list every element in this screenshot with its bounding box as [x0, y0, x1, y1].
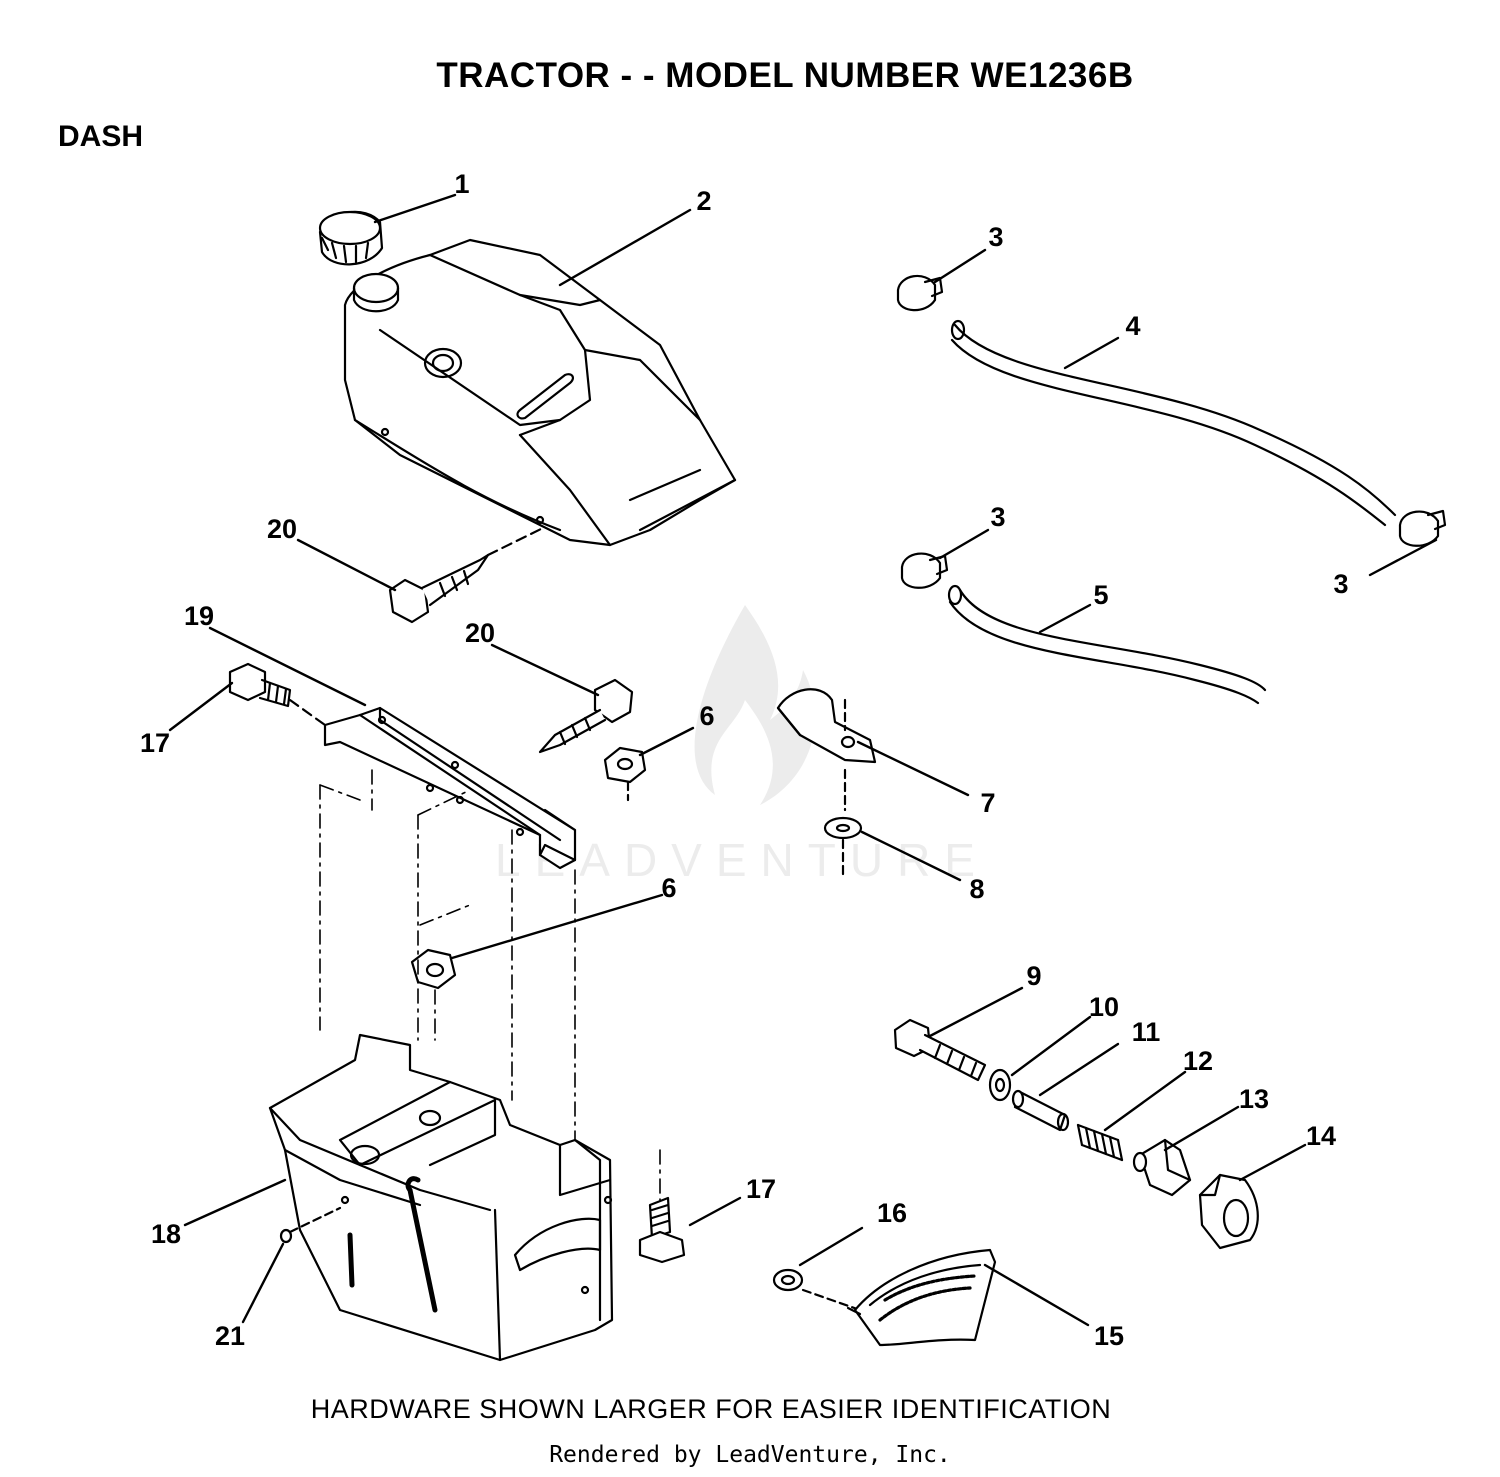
page-title: TRACTOR - - MODEL NUMBER WE1236B	[436, 56, 1134, 95]
part-hose-clip	[776, 688, 877, 812]
part-dash-panel	[268, 1033, 614, 1362]
callout-20: 20	[465, 618, 495, 648]
part-hose-clamp-c	[1398, 509, 1447, 547]
callout-17: 17	[140, 728, 170, 758]
part-fuel-hose-short	[947, 584, 1267, 705]
part-hose-clamp-a	[896, 274, 944, 312]
callout-3: 3	[1333, 569, 1348, 599]
callout-13: 13	[1239, 1084, 1269, 1114]
part-lever-guide	[1198, 1173, 1259, 1250]
part-lever-bolt	[893, 1018, 987, 1082]
footer-note: HARDWARE SHOWN LARGER FOR EASIER IDENTIF…	[310, 1394, 1112, 1424]
part-fuel-tank-cover	[343, 238, 737, 547]
callout-9: 9	[1026, 961, 1041, 991]
callout-19: 19	[184, 601, 214, 631]
part-quadrant-plate	[846, 1248, 997, 1347]
part-screw-upper	[388, 525, 547, 624]
callout-6: 6	[699, 701, 714, 731]
callout-12: 12	[1183, 1046, 1213, 1076]
part-nut-upper	[603, 746, 647, 802]
callout-16: 16	[877, 1198, 907, 1228]
callout-18: 18	[151, 1219, 181, 1249]
part-lever-spring	[1076, 1123, 1124, 1162]
watermark-flame-icon	[694, 605, 816, 805]
section-label: DASH	[58, 120, 144, 153]
part-retainer-nut	[772, 1268, 862, 1312]
part-mounting-bracket	[323, 706, 577, 870]
part-bolt-lower	[638, 1196, 686, 1264]
part-lever-knob	[1132, 1138, 1192, 1197]
part-bolt-left	[228, 662, 327, 727]
callout-1: 1	[454, 169, 469, 199]
part-hose-clamp-b	[900, 552, 949, 589]
callout-5: 5	[1093, 580, 1108, 610]
callout-11: 11	[1132, 1017, 1161, 1047]
leader-lines	[168, 193, 1438, 1327]
callout-2: 2	[696, 186, 711, 216]
part-fuel-cap	[318, 210, 384, 266]
callout-15: 15	[1094, 1321, 1124, 1351]
alignment-lines	[319, 769, 661, 1201]
callout-6: 6	[661, 873, 676, 903]
part-fuel-hose-long	[950, 319, 1397, 527]
callout-21: 21	[215, 1321, 245, 1351]
part-lever-spacer	[1011, 1089, 1070, 1132]
part-small-fastener	[279, 1206, 342, 1244]
callout-17: 17	[746, 1174, 776, 1204]
callout-3: 3	[988, 222, 1003, 252]
callout-3: 3	[990, 502, 1005, 532]
callout-8: 8	[969, 874, 984, 904]
part-lever-washer	[988, 1068, 1012, 1102]
footer-credit: Rendered by LeadVenture, Inc.	[549, 1442, 951, 1468]
callout-14: 14	[1306, 1121, 1336, 1151]
callout-4: 4	[1125, 311, 1140, 341]
callout-20: 20	[267, 514, 297, 544]
part-washer	[823, 816, 863, 877]
callout-10: 10	[1089, 992, 1119, 1022]
part-screw-middle	[538, 678, 634, 754]
callout-7: 7	[980, 788, 995, 818]
